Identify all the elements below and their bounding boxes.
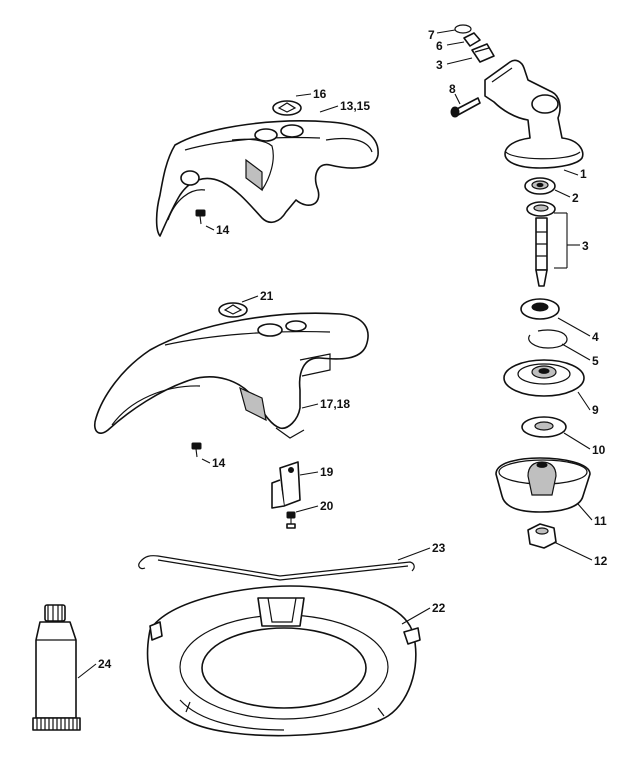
label-part-22: 22 (432, 601, 446, 615)
screw-14-upper (195, 209, 206, 225)
thrust-cup-11 (495, 457, 591, 513)
grease-tube-24 (32, 604, 81, 731)
bevel-gear-shaft-3 (526, 201, 556, 287)
label-part-1: 1 (580, 167, 587, 181)
washer-10 (521, 416, 567, 438)
label-part-24: 24 (98, 657, 112, 671)
label-part-16: 16 (313, 87, 327, 101)
label-part-8: 8 (449, 82, 456, 96)
wire-clip-23 (138, 555, 415, 581)
label-part-12: 12 (594, 554, 608, 568)
label-part-14-upper: 14 (216, 223, 230, 237)
label-part-3-shaft: 3 (582, 239, 589, 253)
label-part-6: 6 (436, 39, 443, 53)
screw-8 (450, 97, 481, 118)
label-part-3-pinion: 3 (436, 58, 443, 72)
bracket-19 (271, 461, 301, 509)
screw-20 (286, 511, 296, 529)
deflector-lower (93, 312, 369, 439)
label-part-20: 20 (320, 499, 334, 513)
label-part-11: 11 (594, 514, 607, 528)
part-labels: 1 2 3 4 5 9 10 11 12 7 6 3 8 16 13,15 14… (98, 28, 608, 671)
label-plate-21 (218, 302, 248, 318)
label-part-7: 7 (428, 28, 435, 42)
label-part-5: 5 (592, 354, 599, 368)
label-part-19: 19 (320, 465, 334, 479)
deflector-upper (155, 120, 379, 237)
nut-12 (527, 523, 557, 549)
label-part-9: 9 (592, 403, 599, 417)
screw-14-lower (191, 442, 202, 458)
label-part-17-18: 17,18 (320, 397, 350, 411)
gear-housing-1 (484, 59, 584, 169)
ball-bearing-4 (520, 298, 560, 320)
label-part-14-lower: 14 (212, 456, 226, 470)
leader-lines (77, 29, 593, 679)
bevel-pinion-3-upper (471, 43, 495, 63)
guard-ring-22 (146, 585, 421, 737)
retaining-ring-7 (454, 24, 472, 34)
circlip-5 (528, 329, 568, 349)
label-part-2: 2 (572, 191, 579, 205)
label-part-4: 4 (592, 330, 599, 344)
label-part-10: 10 (592, 443, 606, 457)
label-part-13-15: 13,15 (340, 99, 370, 113)
ball-bearing-2 (524, 177, 556, 195)
label-part-23: 23 (432, 541, 446, 555)
thrust-plate-9 (503, 359, 585, 397)
label-plate-16 (272, 100, 302, 116)
label-part-21: 21 (260, 289, 274, 303)
nut-6 (463, 32, 481, 47)
